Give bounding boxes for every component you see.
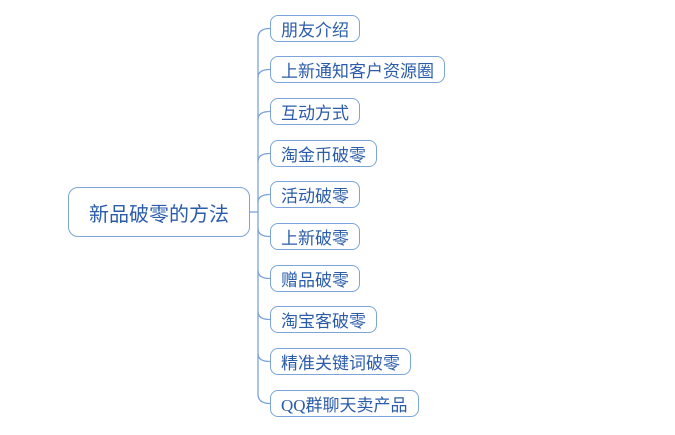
branch-connector bbox=[257, 353, 271, 363]
branch-connector bbox=[257, 110, 271, 120]
branch-connector bbox=[257, 270, 271, 280]
mindmap-branch-node[interactable]: 赠品破零 bbox=[270, 265, 360, 292]
trunk-connector bbox=[257, 27, 271, 405]
mindmap-branch-node[interactable]: 淘金币破零 bbox=[270, 140, 377, 167]
mindmap-branch-node[interactable]: 上新通知客户资源圈 bbox=[270, 56, 445, 83]
branch-connector bbox=[257, 152, 271, 162]
mindmap-branch-node[interactable]: 精准关键词破零 bbox=[270, 348, 411, 375]
mindmap-branch-node[interactable]: 互动方式 bbox=[270, 98, 360, 125]
branch-connector bbox=[257, 68, 271, 78]
mindmap-branch-node[interactable]: QQ群聊天卖产品 bbox=[270, 390, 419, 417]
mindmap-branch-node[interactable]: 活动破零 bbox=[270, 181, 360, 208]
branch-connector bbox=[257, 228, 271, 238]
mindmap-branch-node[interactable]: 淘宝客破零 bbox=[270, 306, 377, 333]
branch-connector bbox=[257, 193, 271, 203]
mindmap-root-node[interactable]: 新品破零的方法 bbox=[68, 187, 250, 237]
mindmap-branch-node[interactable]: 朋友介绍 bbox=[270, 15, 360, 42]
branch-connector bbox=[257, 311, 271, 321]
mindmap-branch-node[interactable]: 上新破零 bbox=[270, 223, 360, 250]
